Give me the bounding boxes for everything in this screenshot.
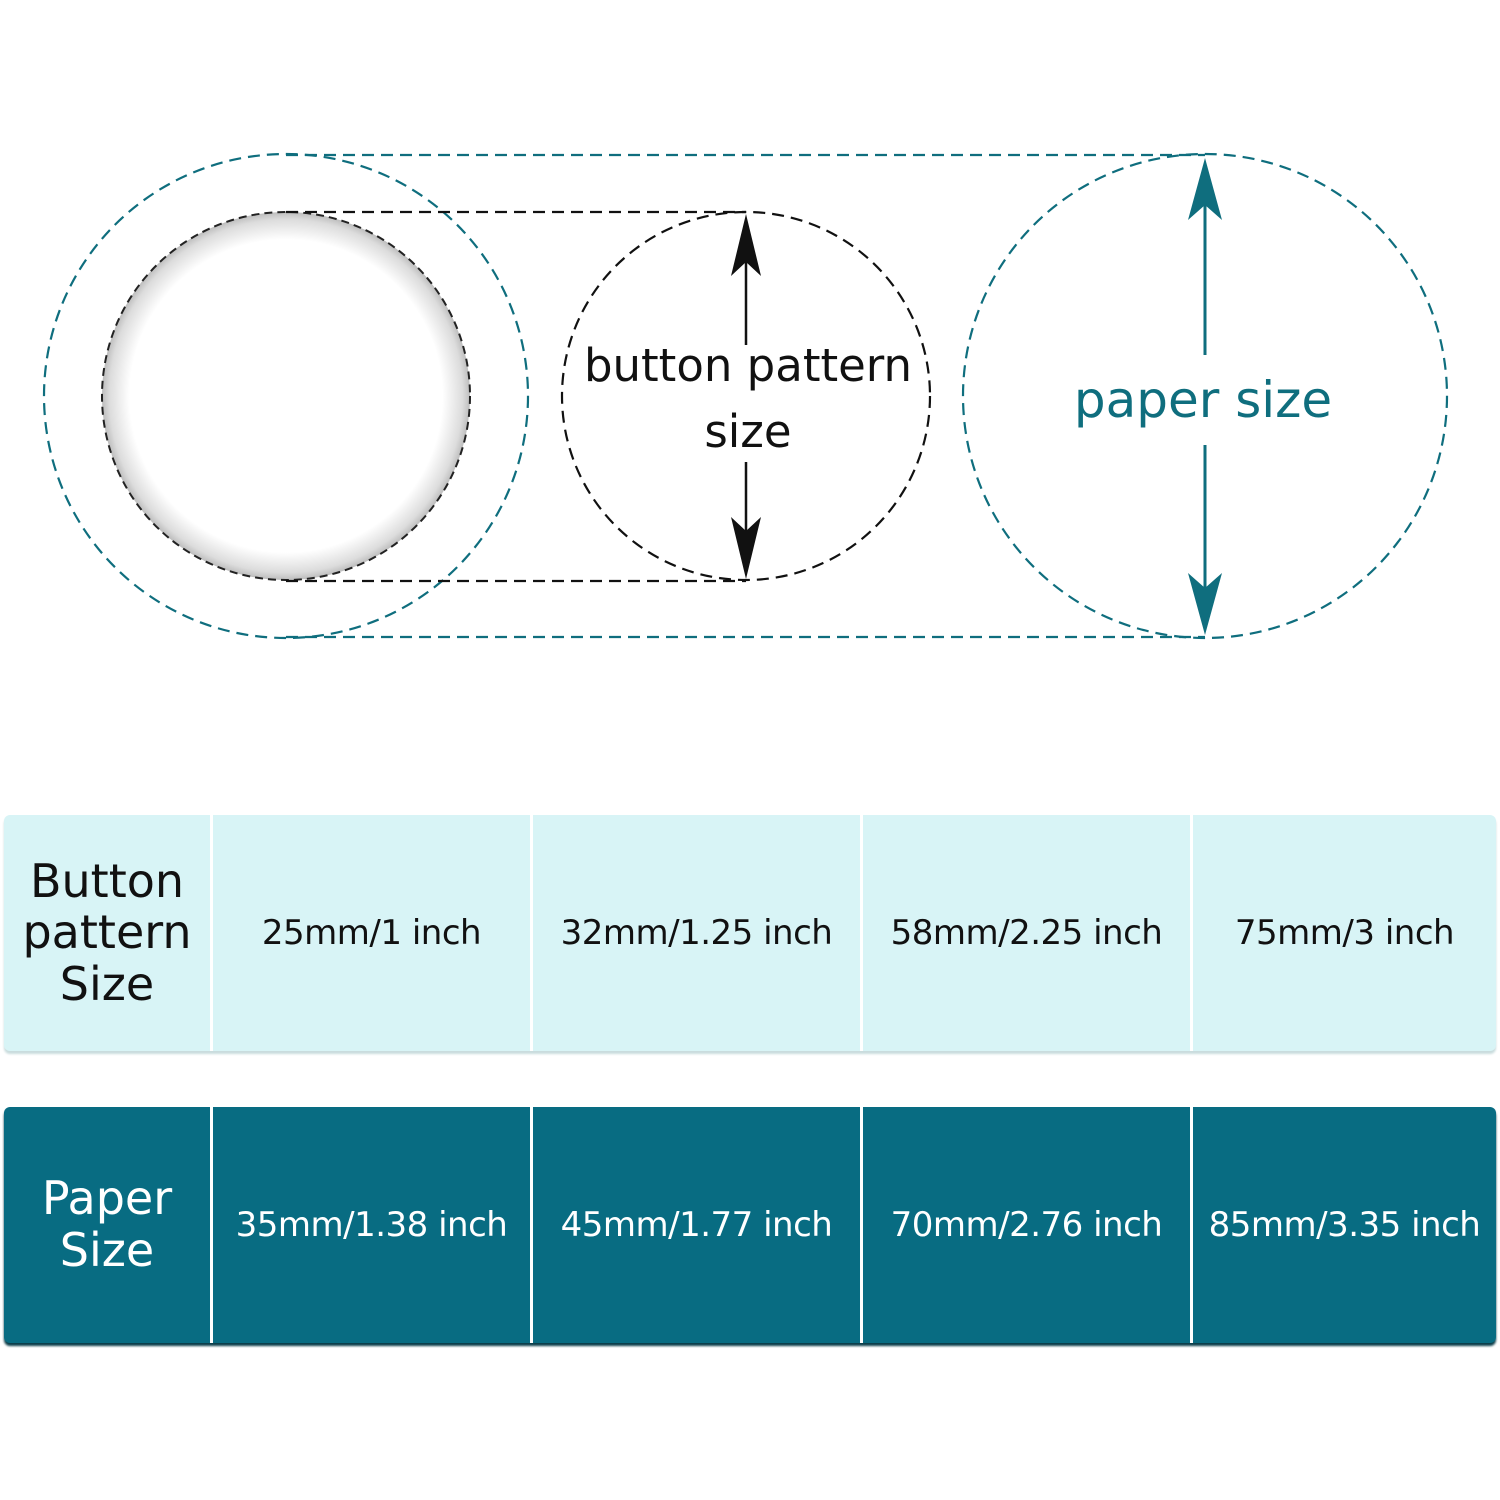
button-pattern-size-row: Button pattern Size 25mm/1 inch 32mm/1.2… — [4, 815, 1496, 1051]
row-header: Button pattern Size — [22, 853, 192, 1011]
table-cell: 35mm/1.38 inch — [210, 1107, 530, 1343]
paper-outline-lines — [42, 152, 1449, 640]
paper-arrow-icon — [1188, 158, 1222, 635]
table-cell: 32mm/1.25 inch — [530, 815, 860, 1051]
paper-size-label: paper size — [1074, 371, 1332, 429]
button-arrow-icon — [731, 214, 761, 579]
button-pattern-label: button pattern — [584, 339, 912, 392]
size-diagram: button pattern size paper size — [42, 152, 1449, 640]
table-cell: 45mm/1.77 inch — [530, 1107, 860, 1343]
table-cell: 75mm/3 inch — [1190, 815, 1496, 1051]
button-pattern-circle — [560, 210, 932, 582]
row-header: Paper Size — [41, 1171, 173, 1277]
paper-size-row: Paper Size 35mm/1.38 inch 45mm/1.77 inch… — [4, 1107, 1496, 1343]
button-image — [101, 211, 471, 581]
table-cell: 25mm/1 inch — [210, 815, 530, 1051]
table-cell: 70mm/2.76 inch — [860, 1107, 1190, 1343]
paper-circle-left — [42, 152, 530, 640]
table-cell: 58mm/2.25 inch — [860, 815, 1190, 1051]
table-cell: 85mm/3.35 inch — [1190, 1107, 1496, 1343]
paper-circle-right — [961, 152, 1449, 640]
button-pattern-label-size: size — [704, 405, 791, 458]
button-outline-lines — [286, 210, 932, 583]
